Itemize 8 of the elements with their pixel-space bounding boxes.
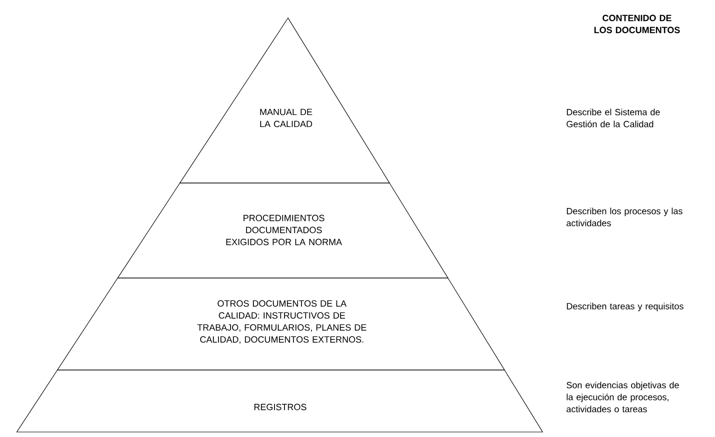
description-text: Describe el Sistema de Gestión de la Calidad: [566, 108, 660, 128]
description-text: Describen tareas y requisitos: [566, 302, 684, 312]
pyramid-band: OTROS DOCUMENTOS DE LA CALIDAD: INSTRUCTIVOS DE TRABAJO, FORMULARIOS, PLANES DE CALIDAD, DOCUMENTOS EXTERNOS.: [56, 278, 506, 370]
pyramid-band: PROCEDIMIENTOS DOCUMENTADOS EXIGIDOS POR LA NORMA: [117, 182, 448, 278]
column-heading: CONTENIDO DE LOS DOCUMENTOS: [594, 14, 680, 34]
pyramid-band: REGISTROS: [16, 370, 544, 432]
description-text: Describen los procesos y las actividades: [566, 208, 682, 226]
description-text: Son evidencias objetivas de la ejecución de procesos, actividades o tareas: [566, 382, 679, 412]
